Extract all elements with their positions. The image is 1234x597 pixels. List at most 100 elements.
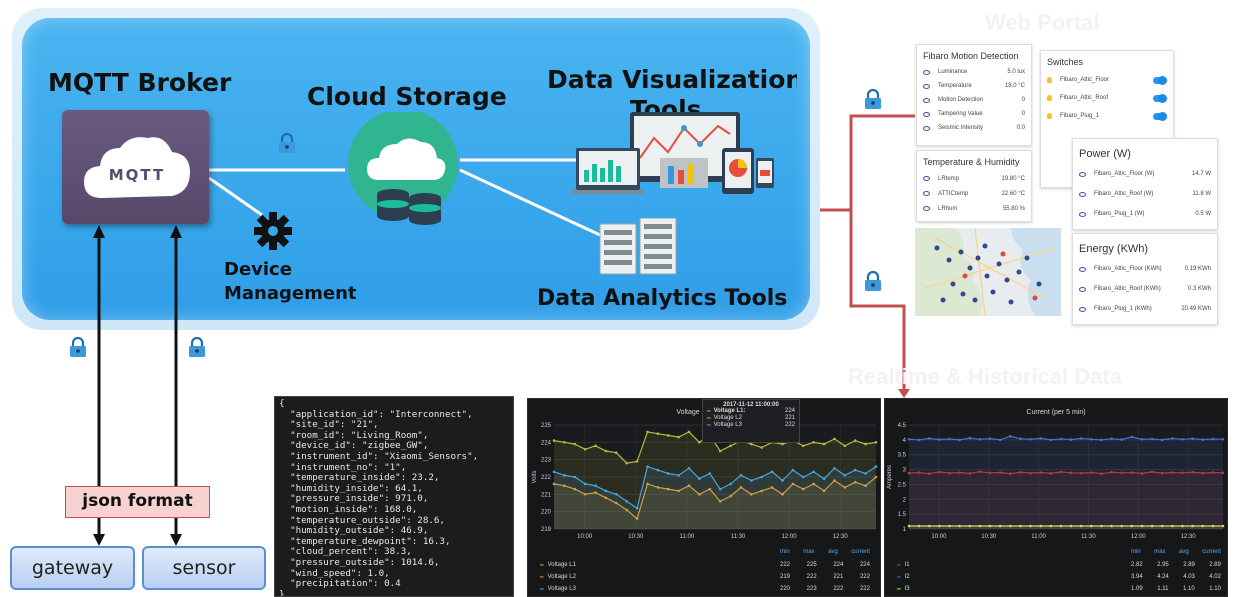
- switch-item[interactable]: Fibaro_Attic_Roof: [1041, 89, 1173, 107]
- switch-toggle[interactable]: [1153, 93, 1167, 103]
- visualization-devices-icon: [572, 112, 774, 194]
- data-point: [938, 438, 941, 441]
- data-point: [635, 506, 639, 510]
- data-point: [646, 430, 649, 434]
- json-line: "temperature_dewpoint": 16.3,: [279, 535, 451, 547]
- data-point: [687, 467, 691, 470]
- switch-toggle[interactable]: [1153, 111, 1167, 121]
- data-point: [760, 489, 763, 493]
- sensor-node: sensor: [142, 546, 266, 590]
- data-point: [698, 493, 701, 496]
- realtime-historical-heading: Realtime & Historical Data: [848, 364, 1122, 389]
- data-point: [874, 441, 878, 444]
- data-point: [750, 493, 753, 496]
- data-point: [677, 489, 680, 493]
- list-item: Fibaro_Attic_Floor (W)14.7 W: [1073, 164, 1217, 184]
- bulb-icon: [1047, 95, 1052, 101]
- data-point: [833, 437, 836, 441]
- data-point: [583, 493, 587, 496]
- data-point: [1009, 435, 1012, 438]
- lock-icon: [865, 88, 881, 109]
- y-tick-label: 224: [541, 440, 552, 446]
- data-point: [958, 524, 961, 528]
- data-point: [1140, 524, 1144, 528]
- x-tick-label: 11:00: [680, 534, 695, 540]
- data-point: [604, 496, 608, 500]
- data-point: [843, 474, 847, 477]
- switch-toggle[interactable]: [1153, 75, 1167, 85]
- data-point: [1039, 437, 1042, 440]
- sensor-map[interactable]: [915, 228, 1061, 316]
- data-point: [833, 479, 836, 482]
- data-point: [791, 482, 795, 486]
- data-point: [573, 487, 577, 491]
- json-line: }: [279, 588, 285, 597]
- device-management-title: Device Management: [224, 258, 357, 306]
- y-tick-label: 2: [903, 497, 907, 503]
- data-point: [625, 500, 628, 503]
- x-tick-label: 10:00: [577, 534, 593, 540]
- data-point: [1191, 524, 1194, 528]
- switch-item[interactable]: Fibaro_Attic_Floor: [1041, 71, 1173, 89]
- data-point: [552, 439, 556, 442]
- data-point: [1049, 438, 1053, 442]
- json-payload-sample: { "application_id": "Interconnect", "sit…: [274, 396, 514, 597]
- data-point: [750, 442, 753, 446]
- json-line: "temperature_outside": 28.6,: [279, 514, 445, 526]
- data-point: [594, 491, 597, 494]
- lock-icon: [279, 132, 295, 153]
- data-point: [1191, 470, 1194, 474]
- data-point: [812, 482, 815, 486]
- chart-tooltip: 2017-11-12 11:00:00 ━Voltage L1:224 ━Vol…: [702, 399, 800, 443]
- data-point: [948, 437, 951, 441]
- data-point: [864, 484, 867, 487]
- data-point: [1039, 471, 1042, 474]
- x-tick-label: 12:30: [833, 534, 849, 540]
- data-point: [948, 524, 951, 528]
- y-tick-label: 225: [541, 423, 552, 429]
- y-tick-label: 2.5: [898, 482, 907, 488]
- data-point: [812, 441, 815, 444]
- series-line: [908, 435, 1224, 441]
- data-point: [978, 438, 982, 441]
- data-point: [958, 438, 961, 442]
- data-point: [1009, 472, 1012, 475]
- data-point: [1110, 524, 1113, 528]
- data-point: [646, 465, 649, 468]
- card-title: Temperature & Humidity: [923, 157, 1020, 167]
- data-point: [760, 475, 763, 479]
- data-point: [1079, 524, 1083, 528]
- data-point: [1059, 437, 1063, 441]
- list-item: Fibaro_Attic_Roof (KWh)0.3 KWh: [1073, 279, 1217, 299]
- data-point: [594, 484, 597, 487]
- device-management-line2: Management: [224, 283, 357, 304]
- data-point: [1211, 524, 1215, 528]
- x-tick-label: 11:30: [1081, 534, 1096, 540]
- mqtt-logo-text: MQTT: [109, 166, 166, 184]
- data-point: [1150, 437, 1154, 441]
- data-point: [1019, 470, 1022, 474]
- data-point: [907, 524, 911, 528]
- chart-title: Voltage: [676, 409, 700, 416]
- switch-item[interactable]: Fibaro_Plug_1: [1041, 107, 1173, 125]
- data-point: [1130, 435, 1134, 439]
- data-point: [1110, 437, 1113, 440]
- data-point: [928, 437, 931, 440]
- data-point: [864, 472, 867, 475]
- data-point: [1221, 524, 1225, 528]
- data-point: [1090, 471, 1093, 474]
- list-item: Fibaro_Plug_1 (KWh)20.49 KWh: [1073, 299, 1217, 319]
- data-point: [938, 470, 941, 474]
- connector-realtime-data: [849, 210, 906, 395]
